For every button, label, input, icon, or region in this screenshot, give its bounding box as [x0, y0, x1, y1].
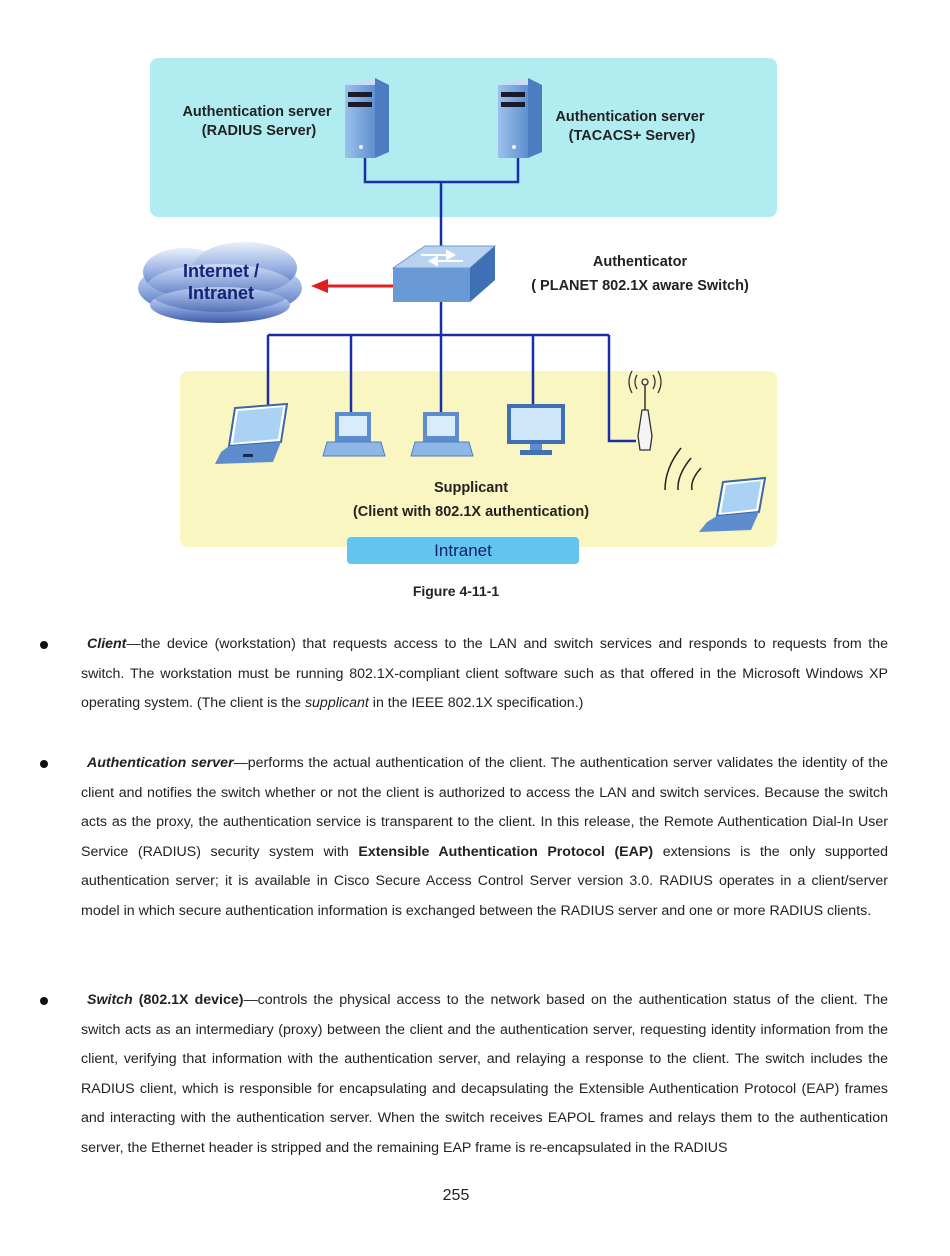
bullet-segment: —the device (workstation) that requests …: [81, 636, 888, 712]
bullet-segment-italic: supplicant: [304, 695, 369, 712]
tacacs-server-label-line1: Authentication server: [555, 109, 704, 125]
wireless-access-point-icon: [628, 370, 662, 451]
bullet-segment-bold: (802.1X device): [132, 992, 244, 1008]
bullet-client: Client—the device (workstation) that req…: [40, 630, 888, 719]
intranet-label-bar: [347, 537, 579, 564]
wireless-signal-icon: [664, 447, 702, 491]
bullet-switch: Switch (802.1X device)—controls the phys…: [40, 986, 888, 1164]
monitor-icon: [507, 404, 565, 455]
bullet-segment: —performs the actual authentication of t…: [81, 755, 888, 860]
network-diagram-figure: Authentication server (RADIUS Server) Au…: [125, 50, 795, 575]
page-number: 255: [442, 1187, 470, 1204]
intranet-label: Intranet: [434, 541, 492, 560]
desktop-computer-icon: [322, 412, 386, 457]
bullet-term: Switch: [87, 992, 133, 1008]
bullet-text: Authentication server—performs the actua…: [81, 749, 888, 927]
network-diagram: Authentication server (RADIUS Server) Au…: [138, 58, 777, 564]
supplicant-label-line2: (Client with 802.1X authentication): [353, 504, 589, 520]
bullet-segment: —controls the physical access to the net…: [81, 992, 889, 1156]
tacacs-server-icon: [498, 78, 542, 158]
switch-icon: [391, 245, 497, 302]
authenticator-label-line2: ( PLANET 802.1X aware Switch): [531, 278, 749, 294]
wireless-laptop-icon: [699, 476, 767, 532]
authenticator-label-line1: Authenticator: [593, 254, 688, 270]
supplicant-label-line1: Supplicant: [434, 480, 508, 496]
bullet-segment: in the IEEE 802.1X specification.): [368, 695, 584, 712]
bullet-term: Client: [87, 636, 127, 652]
uplink-arrow-icon: [311, 279, 393, 293]
bullet-segment: extensions is the only supported authent…: [81, 843, 888, 919]
bullet-term: Authentication server: [87, 755, 234, 771]
figure-caption: Figure 4-11-1: [412, 583, 500, 599]
server-zone-background: [150, 58, 777, 217]
bullet-dot-icon: [40, 997, 48, 1005]
bullet-dot-icon: [40, 641, 48, 649]
radius-server-label-line2: (RADIUS Server): [202, 123, 317, 139]
cloud-label-line2: Intranet: [188, 283, 254, 303]
cloud-label-line1: Internet /: [183, 261, 259, 281]
bullet-text: Client—the device (workstation) that req…: [81, 630, 888, 719]
laptop-icon: [215, 402, 289, 464]
bullet-authentication-server: Authentication server—performs the actua…: [40, 749, 888, 927]
supplicant-zone-background: [180, 371, 777, 547]
radius-server-label-line1: Authentication server: [182, 104, 331, 120]
bullet-text: Switch (802.1X device)—controls the phys…: [81, 986, 888, 1164]
bullet-segment-bold: Extensible Authentication Protocol (EAP): [358, 843, 654, 860]
desktop-computer-icon: [410, 412, 474, 457]
radius-server-icon: [345, 78, 389, 158]
tacacs-server-label-line2: (TACACS+ Server): [569, 128, 696, 144]
bullet-dot-icon: [40, 760, 48, 768]
cloud-icon: [138, 242, 302, 323]
